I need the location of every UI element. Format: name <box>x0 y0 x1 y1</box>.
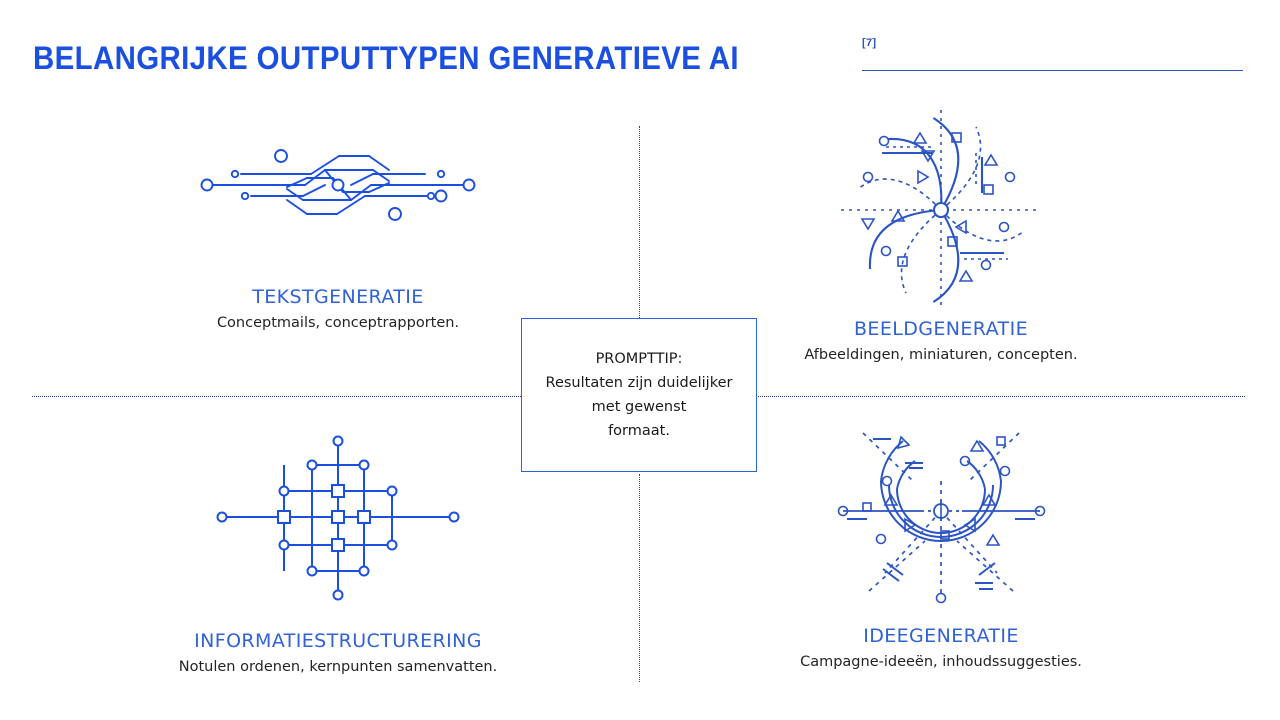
prompttip-text: PROMPTTIP: Resultaten zijn duidelijker m… <box>545 351 733 439</box>
header-rule <box>862 70 1243 71</box>
icon-wrap <box>661 110 1221 310</box>
circuit-lines-icon <box>200 149 476 221</box>
page-title: BELANGRIJKE OUTPUTTYPEN GENERATIEVE AI <box>33 40 739 76</box>
quadrant-beeldgeneratie: BEELDGENERATIE Afbeeldingen, miniaturen,… <box>661 110 1221 363</box>
header: BELANGRIJKE OUTPUTTYPEN GENERATIEVE AI [… <box>0 0 1280 100</box>
pinwheel-spiral-icon <box>841 110 1041 310</box>
quadrant-heading-tekstgeneratie: TEKSTGENERATIE <box>252 286 424 308</box>
radiating-arcs-icon <box>837 431 1045 603</box>
grid-lattice-icon <box>216 435 460 601</box>
quadrant-tekstgeneratie: TEKSTGENERATIE Conceptmails, conceptrapp… <box>58 110 618 331</box>
prompttip-box: PROMPTTIP: Resultaten zijn duidelijker m… <box>521 318 757 472</box>
quadrant-subtitle-ideegeneratie: Campagne-ideeën, inhoudssuggesties. <box>800 654 1082 670</box>
icon-wrap <box>661 415 1221 615</box>
quadrant-heading-informatiestructurering: INFORMATIESTRUCTURERING <box>194 630 482 652</box>
quadrant-subtitle-beeldgeneratie: Afbeeldingen, miniaturen, concepten. <box>804 347 1078 363</box>
quadrant-heading-beeldgeneratie: BEELDGENERATIE <box>854 318 1028 340</box>
icon-wrap <box>58 110 618 260</box>
pinwheel-hub-icon <box>932 201 950 219</box>
quadrant-informatiestructurering: INFORMATIESTRUCTURERING Notulen ordenen,… <box>58 415 618 675</box>
quadrant-subtitle-tekstgeneratie: Conceptmails, conceptrapporten. <box>216 315 460 331</box>
quadrant-heading-ideegeneratie: IDEEGENERATIE <box>863 625 1019 647</box>
divider-vertical-bottom <box>639 474 640 682</box>
icon-wrap <box>58 415 618 620</box>
quadrant-subtitle-informatiestructurering: Notulen ordenen, kernpunten samenvatten. <box>178 659 498 675</box>
quadrant-ideegeneratie: IDEEGENERATIE Campagne-ideeën, inhoudssu… <box>661 415 1221 670</box>
divider-vertical-top <box>639 126 640 318</box>
footnote-marker: [7] <box>862 37 877 49</box>
